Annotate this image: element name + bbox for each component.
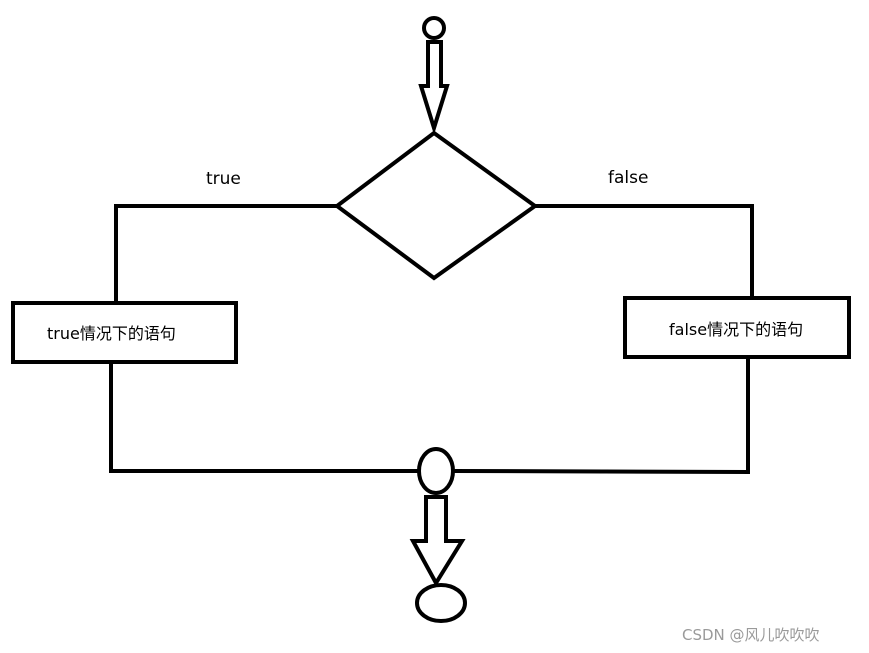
true-process-label: true情况下的语句	[47, 324, 176, 343]
false-branch-connector	[535, 204, 754, 298]
branch-false-label: false	[608, 168, 648, 188]
watermark-text: CSDN @风儿吹吹吹	[682, 626, 820, 644]
false-merge-connector	[453, 357, 750, 475]
true-merge-connector	[109, 362, 418, 473]
false-process-label: false情况下的语句	[669, 320, 803, 339]
false-process-box	[623, 296, 851, 359]
end-node	[415, 583, 467, 623]
decision-diamond	[333, 130, 539, 281]
merge-junction	[417, 447, 455, 495]
start-node	[422, 16, 446, 40]
exit-arrow	[409, 495, 466, 587]
true-process-box	[11, 301, 238, 364]
true-branch-connector	[114, 204, 337, 303]
entry-arrow	[418, 40, 450, 135]
branch-true-label: true	[206, 169, 241, 189]
